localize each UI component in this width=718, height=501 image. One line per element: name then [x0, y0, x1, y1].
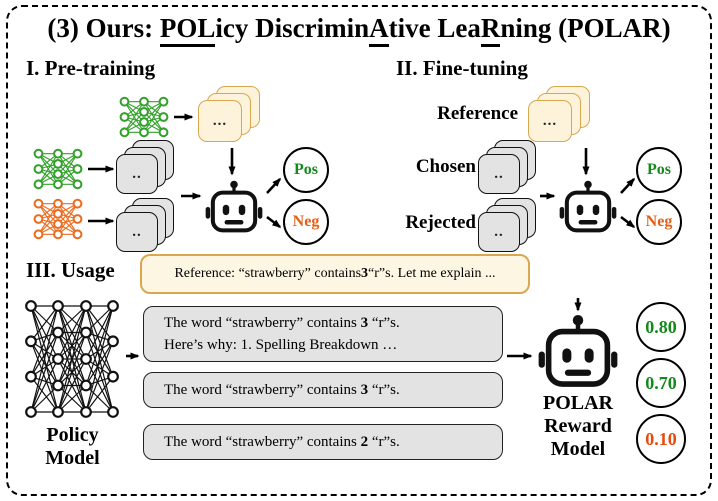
neg-circle-pretrain: Neg [283, 199, 329, 245]
pos-label: Pos [647, 161, 671, 178]
reference-text: “r”s. Let me explain ... [368, 266, 496, 281]
policy-model-icon [25, 300, 119, 418]
reward-model-robot-icon-pretrain [205, 180, 263, 234]
title-underlined-r: R [480, 14, 501, 47]
doc-dots: .. [494, 165, 504, 182]
rejected-label: Rejected [405, 212, 476, 233]
response-text: The word “strawberry” contains 3 “r”s. [164, 315, 400, 331]
finetune-chosen-doc-stack-icon: .. [478, 140, 536, 194]
policy-net-icon-orange [33, 198, 83, 240]
pretrain-responses-doc-stack-icon-2: .. [116, 198, 174, 252]
score-value: 0.10 [645, 428, 677, 449]
finetune-reference-doc-stack-icon: ... [528, 86, 592, 144]
pos-circle-pretrain: Pos [283, 147, 329, 193]
reward-model-label-line: Reward [544, 415, 612, 437]
doc-sheet: .. [116, 212, 158, 252]
finetune-rejected-doc-stack-icon: .. [478, 198, 536, 252]
reward-model-robot-icon-finetune [559, 180, 617, 234]
section-usage-label: III. Usage [26, 258, 115, 282]
figure-frame [6, 5, 712, 496]
response-box-2: The word “strawberry” contains 3 “r”s. [143, 372, 503, 408]
neg-label: Neg [292, 213, 320, 230]
title-text: ning (POLAR) [500, 13, 671, 43]
section-finetuning-label: II. Fine-tuning [396, 56, 528, 80]
response-text: Here’s why: 1. Spelling Breakdown … [164, 336, 398, 353]
polar-reward-model-label: POLAR Reward Model [528, 392, 628, 461]
score-value: 0.70 [645, 372, 677, 393]
response-text: The word “strawberry” contains 2 “r”s. [164, 433, 400, 450]
score-value: 0.80 [645, 316, 677, 337]
policy-model-label-line: Model [45, 447, 100, 469]
figure-title: (3) Ours: POLicy DiscriminAtive LeaRning… [0, 13, 718, 47]
policy-net-icon-green-2 [33, 148, 83, 190]
doc-sheet: .. [478, 154, 520, 194]
doc-dots: ... [212, 112, 228, 129]
reference-label: Reference [437, 103, 518, 124]
pos-label: Pos [294, 161, 318, 178]
neg-label: Neg [645, 213, 673, 230]
policy-model-label: Policy Model [15, 424, 130, 470]
reference-response-box: Reference: “strawberry” contains 3 “r”s.… [140, 254, 530, 294]
score-circle-2: 0.70 [636, 358, 686, 408]
reward-model-label-line: Model [550, 438, 606, 460]
doc-dots: .. [494, 223, 504, 240]
pos-circle-finetune: Pos [636, 147, 682, 193]
score-circle-1: 0.80 [636, 302, 686, 352]
section-pretraining-label: I. Pre-training [26, 56, 156, 80]
pretrain-responses-doc-stack-icon-1: .. [116, 140, 174, 194]
response-box-3: The word “strawberry” contains 2 “r”s. [143, 424, 503, 460]
title-text: (3) Ours: [47, 13, 160, 43]
title-underlined-pol: POL [159, 14, 216, 47]
response-box-1: The word “strawberry” contains 3 “r”s. H… [143, 306, 503, 362]
doc-sheet: .. [478, 212, 520, 252]
response-text: The word “strawberry” contains 3 “r”s. [164, 381, 400, 398]
doc-dots: ... [542, 112, 558, 129]
policy-net-icon-green-1 [119, 96, 169, 138]
reference-text: Reference: “strawberry” contains [174, 266, 362, 281]
title-text: icy Discrimin [215, 13, 370, 43]
score-circle-3: 0.10 [636, 414, 686, 464]
neg-circle-finetune: Neg [636, 199, 682, 245]
title-text: tive Lea [388, 13, 481, 43]
doc-dots: .. [132, 223, 142, 240]
polar-reward-model-robot-icon [538, 314, 618, 389]
policy-model-label-line: Policy [46, 424, 99, 446]
chosen-label: Chosen [415, 156, 476, 177]
title-underlined-a: A [369, 14, 389, 47]
reference-count: 3 [361, 266, 369, 281]
doc-dots: .. [132, 165, 142, 182]
pretrain-samples-doc-stack-icon: ... [198, 86, 262, 144]
doc-sheet: .. [116, 154, 158, 194]
doc-sheet: ... [528, 100, 572, 142]
reward-model-label-line: POLAR [543, 392, 613, 414]
doc-sheet: ... [198, 100, 242, 142]
